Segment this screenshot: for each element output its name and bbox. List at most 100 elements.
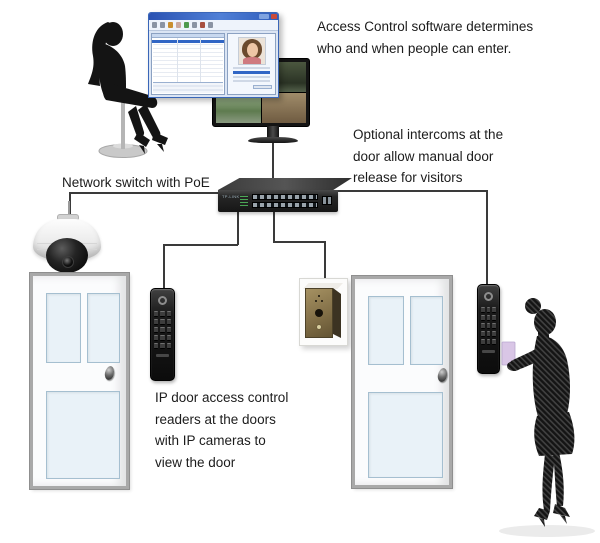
- monitor-stand-base: [248, 137, 298, 143]
- reader-key: [160, 311, 165, 317]
- door-right: [351, 275, 453, 489]
- reader-key: [480, 307, 485, 313]
- window-titlebar: [149, 13, 278, 20]
- toolbar-icon: [168, 22, 173, 28]
- table-footer-rows: [153, 82, 224, 93]
- window-toolbar: [149, 20, 278, 31]
- reader-key: [160, 343, 165, 349]
- intercom-speaker-hole: [318, 295, 320, 297]
- intercom-top-flap: [303, 283, 343, 289]
- intercom-note-line2: door allow manual door: [353, 148, 494, 164]
- door-panel: [410, 296, 443, 365]
- monitor-stand-neck: [267, 126, 279, 138]
- visitor-neck: [538, 330, 549, 340]
- reader-key: [166, 311, 171, 317]
- reader-key: [492, 339, 497, 345]
- switch-uplink-ports: [322, 196, 332, 205]
- visitor-leg1: [542, 454, 555, 511]
- seated-person-heel1: [157, 144, 164, 152]
- reader-key: [480, 331, 485, 337]
- standing-visitor-silhouette: [499, 298, 595, 537]
- reader-key: [492, 331, 497, 337]
- reader-brand-text: [482, 349, 495, 353]
- switch-port-row: [252, 202, 318, 208]
- visitor-hand: [507, 361, 521, 371]
- toolbar-icon: [160, 22, 165, 28]
- reader-keypad: [154, 311, 171, 349]
- door-knob: [103, 365, 116, 381]
- reader-key: [154, 327, 159, 333]
- reader-key: [154, 335, 159, 341]
- detail-button: [253, 85, 272, 89]
- selected-row: [152, 40, 225, 43]
- seated-person-shin2: [128, 106, 145, 137]
- network-switch: TP-LINK: [218, 190, 338, 212]
- software-note-line1: Access Control software determines: [317, 19, 534, 34]
- toolbar-icon: [208, 22, 213, 28]
- toolbar-icon: [176, 22, 181, 28]
- detail-field-line: [233, 80, 271, 82]
- reader-key: [166, 343, 171, 349]
- cable-switch-to-reader2-v: [486, 190, 488, 285]
- seated-person-foot2: [134, 132, 150, 147]
- intercom-main-port: [315, 309, 323, 317]
- seated-operator-silhouette: [88, 22, 168, 158]
- software-note: Access Control software determines who a…: [317, 16, 533, 59]
- intercom-call-button: [317, 325, 321, 329]
- seated-person-body: [88, 22, 168, 154]
- camera-cable-stem: [68, 201, 70, 217]
- visitor-body: [507, 298, 575, 527]
- seated-person-head: [103, 22, 123, 46]
- user-detail-panel: [227, 33, 276, 95]
- window-close-button: [271, 14, 277, 19]
- stool-pole: [121, 99, 125, 149]
- detail-selected-line: [233, 71, 271, 74]
- reader-key: [154, 343, 159, 349]
- table-column-divider: [199, 38, 201, 93]
- seated-person-thigh: [103, 82, 158, 108]
- reader-key: [480, 315, 485, 321]
- visitor-foot1: [534, 508, 550, 520]
- reader-key: [166, 327, 171, 333]
- dome-camera-lens: [62, 256, 74, 268]
- visitor-floor-shadow: [499, 525, 595, 537]
- cable-switch-to-intercom-v1: [273, 211, 275, 242]
- reader-key: [160, 327, 165, 333]
- seated-person-heel2: [139, 145, 145, 154]
- seated-person-foot1: [152, 132, 168, 145]
- intercom-speaker-hole: [321, 300, 323, 302]
- door-panel: [46, 391, 120, 479]
- table-header: [152, 34, 225, 38]
- intercom-note: Optional intercoms at the door allow man…: [353, 124, 503, 189]
- readers-note-line3: with IP cameras to: [155, 433, 266, 448]
- switch-led-indicators: [240, 196, 248, 206]
- reader-key: [486, 307, 491, 313]
- cable-switch-to-intercom-v2: [324, 241, 326, 280]
- door-panel: [368, 296, 404, 365]
- reader-brand-text: [155, 353, 170, 357]
- detail-field-line: [233, 76, 271, 78]
- reader-key: [154, 319, 159, 325]
- visitor-hair-bun: [525, 298, 541, 314]
- door-panel: [368, 392, 443, 478]
- intercom-speaker-hole: [315, 300, 317, 302]
- reader-key: [492, 315, 497, 321]
- window-minmax-buttons: [259, 14, 269, 19]
- reader-proximity-ring: [484, 292, 493, 301]
- intercom-note-line1: Optional intercoms at the: [353, 127, 504, 142]
- door-knob: [436, 367, 449, 383]
- table-column-divider: [176, 38, 178, 93]
- toolbar-icon: [152, 22, 157, 28]
- reader-key: [166, 335, 171, 341]
- toolbar-icon: [184, 22, 189, 28]
- detail-field-line: [233, 67, 271, 69]
- reader-key: [486, 315, 491, 321]
- reader-key: [160, 319, 165, 325]
- intercom-note-line3: release for visitors: [353, 170, 463, 185]
- reader-keypad: [480, 307, 497, 345]
- user-photo-face: [246, 43, 258, 57]
- camera-feed-tile: [216, 93, 261, 123]
- reader-key: [480, 339, 485, 345]
- user-photo: [237, 37, 266, 65]
